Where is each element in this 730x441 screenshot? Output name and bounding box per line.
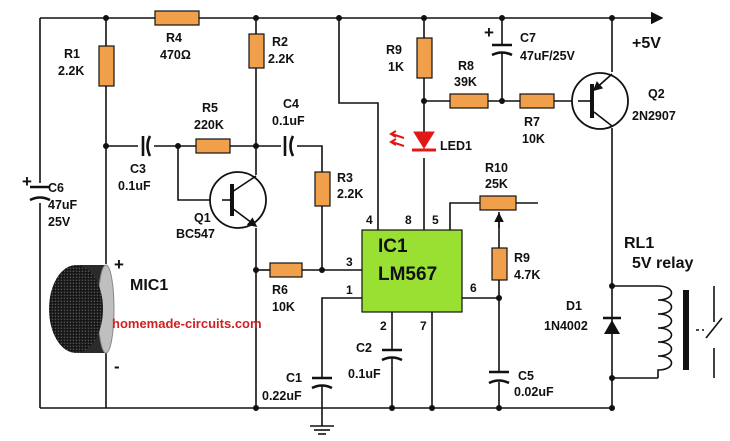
ic-pin-label: 1 xyxy=(346,283,353,297)
d1-ref: D1 xyxy=(566,299,582,313)
r10-ref: R10 xyxy=(485,161,508,175)
r7-ref: R7 xyxy=(524,115,540,129)
r2-ref: R2 xyxy=(272,35,288,49)
q1-ref: Q1 xyxy=(194,211,211,225)
r9-top-ref: R9 xyxy=(386,43,402,57)
r8-ref: R8 xyxy=(458,59,474,73)
r9-bottom-value: 4.7K xyxy=(514,268,540,282)
c7-value: 47uF/25V xyxy=(520,49,576,63)
c2-value: 0.1uF xyxy=(348,367,381,381)
c7-ref: C7 xyxy=(520,31,536,45)
r2-value: 2.2K xyxy=(268,52,294,66)
resistor-r9-top xyxy=(416,37,433,79)
resistor-bodies xyxy=(98,10,555,281)
resistor-r9-bottom xyxy=(491,247,508,281)
ic-ref: IC1 xyxy=(378,236,408,257)
resistor-r7 xyxy=(519,93,555,109)
transistor-q1 xyxy=(209,171,267,229)
ic-pin-label: 5 xyxy=(432,213,439,227)
transistor-q2 xyxy=(571,72,629,130)
c4-ref: C4 xyxy=(283,97,299,111)
diode-d1 xyxy=(603,316,621,334)
ic1-body xyxy=(361,229,463,313)
r8-value: 39K xyxy=(454,75,477,89)
resistor-r3 xyxy=(314,171,331,207)
ic-part: LM567 xyxy=(378,264,437,285)
r10-value: 25K xyxy=(485,177,508,191)
ic-pin-label: 2 xyxy=(380,319,387,333)
q1-part: BC547 xyxy=(176,227,215,241)
r4-ref: R4 xyxy=(166,31,182,45)
r3-value: 2.2K xyxy=(337,187,363,201)
resistor-r6 xyxy=(269,262,303,278)
c6-rating: 25V xyxy=(48,215,71,229)
c5-value: 0.02uF xyxy=(514,385,554,399)
website-watermark: homemade-circuits.com xyxy=(112,316,262,331)
d1-part: 1N4002 xyxy=(544,319,588,333)
q2-part: 2N2907 xyxy=(632,109,676,123)
r1-value: 2.2K xyxy=(58,64,84,78)
c5-ref: C5 xyxy=(518,369,534,383)
led-ref: LED1 xyxy=(440,139,472,153)
r5-ref: R5 xyxy=(202,101,218,115)
c6-value: 47uF xyxy=(48,198,78,212)
relay-desc: 5V relay xyxy=(632,255,693,272)
c6-polarity-mark: + xyxy=(22,172,32,191)
c4-value: 0.1uF xyxy=(272,114,305,128)
ic-pin-label: 7 xyxy=(420,319,427,333)
ic-pin-label: 3 xyxy=(346,255,353,269)
c2-ref: C2 xyxy=(356,341,372,355)
mic-minus: - xyxy=(114,357,120,376)
q2-ref: Q2 xyxy=(648,87,665,101)
r1-ref: R1 xyxy=(64,47,80,61)
relay-symbol xyxy=(657,285,723,378)
c3-ref: C3 xyxy=(130,162,146,176)
ic-pin-label: 6 xyxy=(470,281,477,295)
supply-label: +5V xyxy=(632,35,661,52)
microphone-symbol xyxy=(49,264,115,354)
r4-value: 470Ω xyxy=(160,48,191,62)
mic-ref: MIC1 xyxy=(130,277,168,294)
c6-ref: C6 xyxy=(48,181,64,195)
capacitor-symbols xyxy=(29,43,513,390)
resistor-r2 xyxy=(248,33,265,69)
c7-polarity-mark: + xyxy=(484,23,494,42)
r7-value: 10K xyxy=(522,132,545,146)
wires xyxy=(39,11,664,435)
resistor-r1 xyxy=(98,45,115,87)
mic-plus: + xyxy=(114,255,124,274)
r6-value: 10K xyxy=(272,300,295,314)
relay-ref: RL1 xyxy=(624,235,654,252)
led-symbol xyxy=(389,130,436,152)
c3-value: 0.1uF xyxy=(118,179,151,193)
ic-pin-label: 4 xyxy=(366,213,373,227)
r5-value: 220K xyxy=(194,118,224,132)
r9-bottom-ref: R9 xyxy=(514,251,530,265)
c1-value: 0.22uF xyxy=(262,389,302,403)
c1-ref: C1 xyxy=(286,371,302,385)
junctions xyxy=(103,15,615,411)
resistor-r5 xyxy=(195,138,231,154)
resistor-r10 xyxy=(479,195,517,211)
r9-top-value: 1K xyxy=(388,60,404,74)
resistor-r4 xyxy=(154,10,200,26)
resistor-r8 xyxy=(449,93,489,109)
ic-pin-label: 8 xyxy=(405,213,412,227)
r3-ref: R3 xyxy=(337,171,353,185)
r6-ref: R6 xyxy=(272,283,288,297)
